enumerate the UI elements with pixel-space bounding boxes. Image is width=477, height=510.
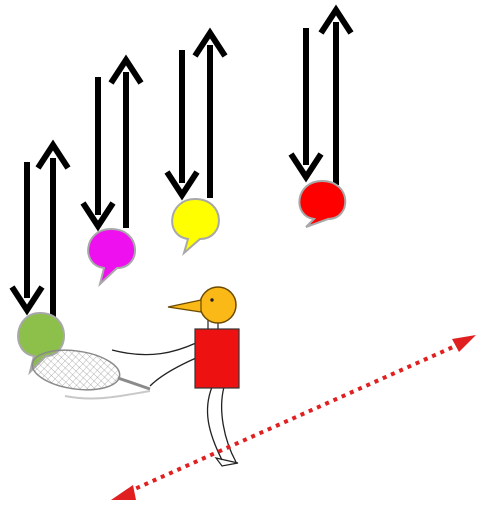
tennis-racket-icon [31,349,151,400]
up-arrow-icon [108,54,144,228]
up-arrow-icon [35,139,71,318]
arrowhead-left-icon [111,485,136,500]
arrowhead-right-icon [452,335,476,352]
yellow-ball [171,197,220,256]
down-arrow-icon [288,28,324,183]
player-foot [214,457,239,467]
player-eye [210,298,214,302]
red-ball [298,179,347,228]
player-right-leg [221,386,237,463]
player-left-leg [206,386,223,461]
player-figure [111,286,240,467]
player-head [199,286,237,324]
player-body [194,328,240,389]
down-arrow-icon [164,50,200,201]
movement-line [111,335,476,500]
down-arrow-icon [80,77,116,232]
green-ball-arrow-pair [9,139,71,318]
up-arrow-icon [192,27,228,198]
player-beak [167,299,202,313]
green-ball [17,311,65,376]
magenta-ball-arrow-pair [80,54,144,232]
up-arrow-icon [318,4,354,185]
player-upper-arm [111,342,197,356]
magenta-ball [87,227,136,288]
balls [17,179,347,376]
yellow-ball-arrow-pair [164,27,228,201]
player-lower-arm [149,357,197,387]
bounce-arrows [9,4,354,318]
down-arrow-icon [9,162,45,316]
red-ball-arrow-pair [288,4,354,185]
